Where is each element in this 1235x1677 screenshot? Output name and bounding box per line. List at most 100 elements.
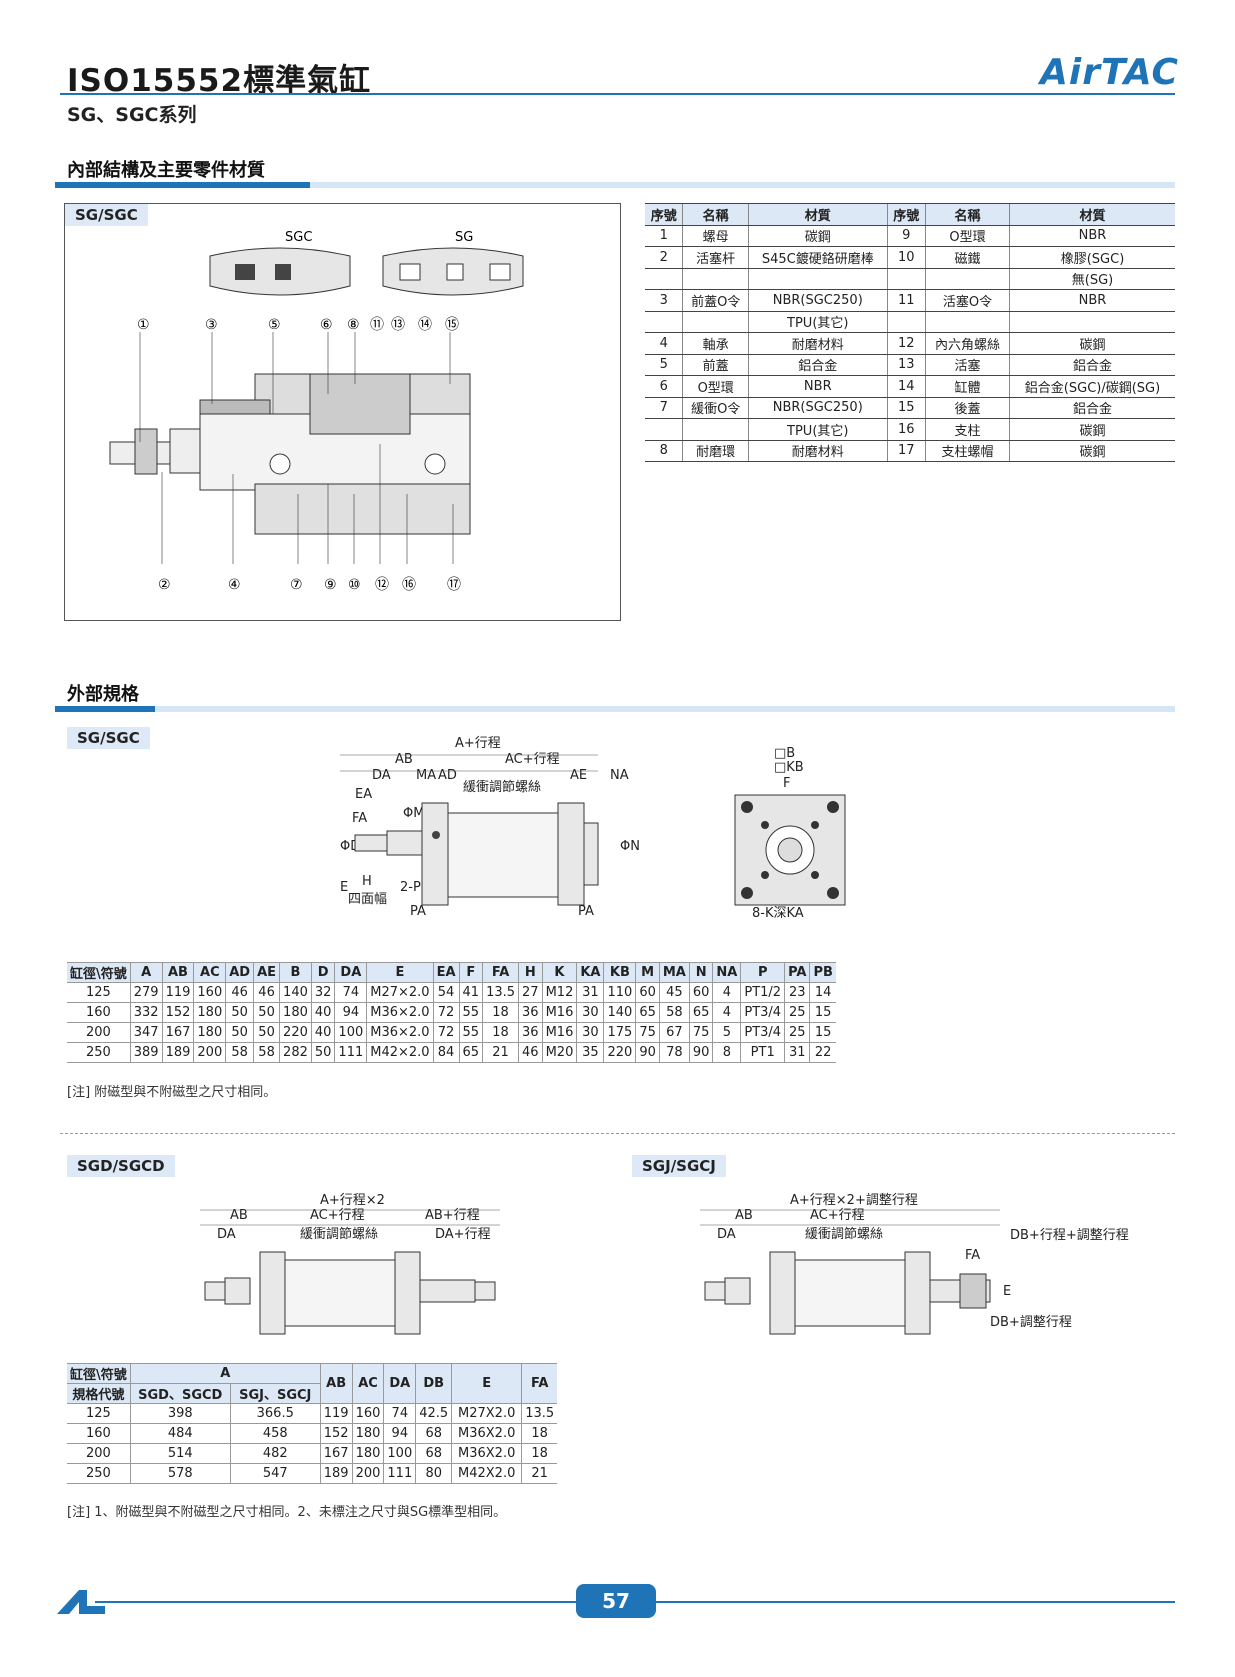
callout-1: ① — [137, 317, 150, 333]
sgd-cell: 514 — [129, 1443, 231, 1464]
spec-cell: 27 — [518, 982, 543, 1003]
hdr-model: 規格代號 — [67, 1383, 131, 1404]
spec-cell: 110 — [603, 982, 636, 1003]
lbl-ea: EA — [355, 787, 372, 802]
sgj-lbl-db: DB+行程+調整行程 — [1010, 1228, 1129, 1243]
materials-cell: 活塞 — [925, 354, 1010, 376]
sgj-lbl-ac: AC+行程 — [810, 1208, 865, 1223]
materials-cell: O型環 — [925, 225, 1010, 247]
lbl-phi-n: ΦN — [620, 839, 640, 854]
hdr-a-sgj: SGJ、SGCJ — [229, 1383, 321, 1404]
lbl-kb: □KB — [774, 760, 804, 775]
spec-cell: 58 — [658, 1002, 690, 1023]
spec-cell: 50 — [253, 1022, 280, 1043]
spec-cell: 94 — [334, 1002, 367, 1023]
materials-cell: 前蓋 — [682, 354, 749, 376]
materials-cell: 鋁合金 — [1009, 397, 1175, 419]
spec-cell: 31 — [784, 1042, 810, 1063]
materials-cell: 軸承 — [682, 332, 749, 355]
callout-8: ⑧ — [347, 317, 360, 333]
sgd-cell: 42.5 — [415, 1403, 452, 1424]
materials-cell: 缸體 — [925, 375, 1010, 398]
sgd-cell: 74 — [383, 1403, 416, 1424]
sgd-cell: 398 — [129, 1403, 231, 1424]
hdr-e: E — [451, 1363, 522, 1404]
lbl-e: E — [340, 880, 348, 895]
spec-cell: 23 — [784, 982, 810, 1003]
materials-row: TPU(其它) — [645, 311, 1175, 333]
spec-cell: 22 — [809, 1042, 836, 1063]
spec-header-cell: KA — [576, 962, 604, 983]
sgd-cell: 200 — [67, 1443, 131, 1464]
spec-cell: 4 — [712, 1002, 741, 1023]
section-title-external: 外部規格 — [67, 684, 139, 705]
spec-cell: 72 — [432, 1002, 460, 1023]
spec-cell: 46 — [518, 1042, 543, 1063]
lbl-ae: AE — [570, 768, 587, 783]
spec-cell: 189 — [161, 1042, 194, 1063]
materials-cell: 15 — [886, 397, 926, 419]
materials-cell: 耐磨材料 — [747, 332, 888, 355]
sgd-cell: 484 — [129, 1423, 231, 1444]
spec-cell: 36 — [518, 1002, 543, 1023]
spec-cell: 15 — [809, 1022, 836, 1043]
materials-cell: NBR(SGC250) — [747, 397, 888, 419]
side-view-diagram: A+行程 AB AC+行程 DA MA AD AE NA EA 緩衝調節螺絲 F… — [340, 736, 640, 919]
lbl-phi-m: ΦM — [403, 806, 424, 821]
materials-cell: 17 — [886, 440, 926, 462]
lbl-ac-stroke: AC+行程 — [505, 752, 560, 767]
lbl-na: NA — [610, 768, 629, 783]
materials-cell: 碳鋼 — [1009, 332, 1175, 355]
materials-cell: 2 — [645, 246, 683, 269]
materials-cell — [645, 418, 683, 441]
spec-cell: M16 — [541, 1002, 577, 1023]
lbl-pa-right: PA — [578, 904, 594, 919]
col-name-2: 名稱 — [925, 203, 1010, 226]
spec-cell: 14 — [809, 982, 836, 1003]
materials-cell: 緩衝O令 — [682, 397, 749, 419]
col-no: 序號 — [645, 203, 683, 226]
callout-6: ⑥ — [320, 317, 333, 333]
spec-cell: 45 — [658, 982, 690, 1003]
hdr-ab: AB — [319, 1363, 353, 1404]
materials-cell: 螺母 — [682, 225, 749, 247]
callout-4: ④ — [228, 577, 241, 593]
callout-15: ⑮ — [445, 317, 459, 333]
lbl-ma: MA — [416, 768, 436, 783]
spec-cell: 18 — [482, 1002, 519, 1023]
lbl-h: H — [362, 874, 372, 889]
spec-cell: 46 — [253, 982, 280, 1003]
spec-cell: 167 — [161, 1022, 194, 1043]
sgd-cell: 160 — [351, 1403, 384, 1424]
spec-cell: 250 — [67, 1042, 131, 1063]
sgj-lbl-e: E — [1003, 1284, 1011, 1299]
sgd-cell: 200 — [351, 1463, 384, 1484]
sgd-cell: 547 — [229, 1463, 321, 1484]
spec-cell: 220 — [279, 1022, 312, 1043]
sgd-cell: 458 — [229, 1423, 321, 1444]
sgj-lbl-fa: FA — [965, 1248, 980, 1263]
hdr-db: DB — [415, 1363, 452, 1404]
materials-cell: 6 — [645, 375, 683, 398]
spec-cell: 152 — [161, 1002, 194, 1023]
sgd-lbl-ab2: AB+行程 — [425, 1208, 480, 1223]
spec-header-cell: AE — [253, 962, 280, 983]
spec-cell: 54 — [432, 982, 460, 1003]
sg-label: SG — [455, 230, 473, 245]
sgd-cell: 125 — [67, 1403, 131, 1424]
callout-16: ⑯ — [402, 577, 416, 593]
lbl-2p: 2-P — [400, 880, 421, 895]
lbl-a-stroke: A+行程 — [455, 736, 501, 751]
spec-cell: 65 — [635, 1002, 660, 1023]
sgj-tag: SGJ/SGCJ — [632, 1155, 726, 1177]
spec-cell: 180 — [193, 1002, 226, 1023]
spec-cell: 40 — [310, 1002, 335, 1023]
lbl-ad: AD — [438, 768, 457, 783]
spec-note: [注] 附磁型與不附磁型之尺寸相同。 — [67, 1085, 277, 1100]
sgd-cell: 482 — [229, 1443, 321, 1464]
spec-cell: 160 — [67, 1002, 131, 1023]
